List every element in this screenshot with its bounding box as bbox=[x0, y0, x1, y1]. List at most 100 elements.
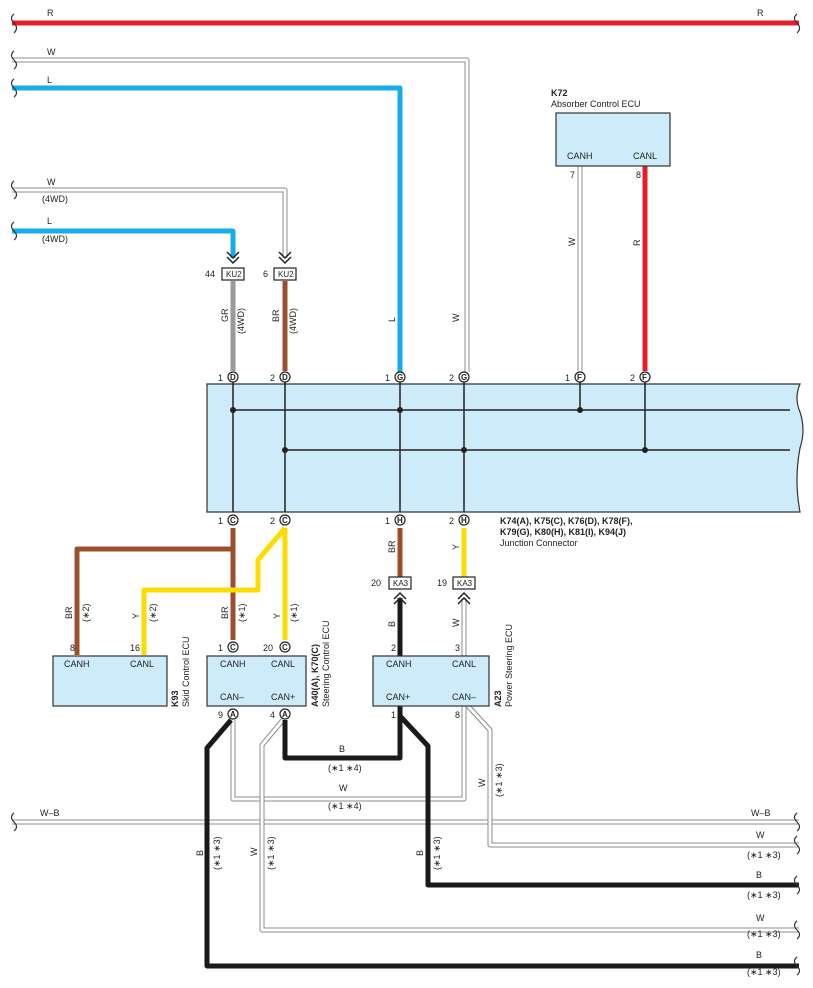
junction-dots bbox=[230, 407, 648, 453]
svg-text:KU2: KU2 bbox=[226, 270, 242, 279]
svg-text:B: B bbox=[415, 850, 425, 856]
pin-numbers: 44 6 7 8 8 16 20 19 2 3 1 8 bbox=[70, 170, 641, 720]
k72-name: Absorber Control ECU bbox=[551, 99, 641, 109]
svg-text:(∗1 ∗3): (∗1 ∗3) bbox=[266, 836, 276, 870]
a40-canl: CANL bbox=[271, 659, 295, 669]
svg-text:C: C bbox=[230, 516, 236, 525]
svg-text:F: F bbox=[642, 373, 647, 382]
wire-labels: R R W L W (4WD) L (4WD) GR (4WD) BR (4WD… bbox=[40, 8, 781, 977]
wire-w-loop-inner bbox=[231, 706, 466, 801]
ecu-k93: CANH CANL K93 Skid Control ECU bbox=[52, 636, 191, 707]
svg-text:B: B bbox=[339, 744, 345, 754]
svg-text:1: 1 bbox=[565, 373, 570, 383]
connector-ku2-b: KU2 bbox=[273, 251, 297, 281]
svg-text:D: D bbox=[282, 373, 288, 382]
svg-text:16: 16 bbox=[130, 643, 140, 653]
svg-text:R: R bbox=[47, 8, 54, 18]
svg-text:(∗2): (∗2) bbox=[148, 603, 158, 622]
svg-text:20: 20 bbox=[263, 643, 273, 653]
svg-text:L: L bbox=[387, 317, 397, 322]
svg-text:KU2: KU2 bbox=[278, 270, 294, 279]
svg-text:A: A bbox=[282, 710, 288, 719]
junction-connector bbox=[206, 372, 804, 513]
k93-canh: CANH bbox=[64, 659, 90, 669]
pin-a40-c1: C1 bbox=[218, 641, 239, 653]
svg-text:(∗1 ∗4): (∗1 ∗4) bbox=[328, 801, 362, 811]
jc-ids-line2: K79(G), K80(H), K81(I), K94(J) bbox=[500, 527, 626, 537]
svg-text:BR: BR bbox=[271, 309, 281, 322]
svg-text:G: G bbox=[397, 373, 403, 382]
svg-text:BR: BR bbox=[220, 606, 230, 619]
k72-box bbox=[555, 112, 671, 167]
pin-g2: G2 bbox=[449, 371, 470, 383]
a23-box bbox=[372, 655, 490, 707]
wire-breaks bbox=[10, 13, 801, 976]
svg-text:(∗2): (∗2) bbox=[81, 603, 91, 622]
svg-text:8: 8 bbox=[455, 710, 460, 720]
svg-text:W–B: W–B bbox=[751, 808, 771, 818]
svg-text:Y: Y bbox=[131, 613, 141, 619]
svg-text:2: 2 bbox=[449, 373, 454, 383]
svg-text:1: 1 bbox=[218, 643, 223, 653]
svg-text:(∗1 ∗4): (∗1 ∗4) bbox=[328, 763, 362, 773]
svg-text:2: 2 bbox=[630, 373, 635, 383]
svg-text:B: B bbox=[756, 950, 762, 960]
wire-y-k93 bbox=[141, 526, 287, 655]
a40-canh: CANH bbox=[220, 659, 246, 669]
pin-circles: D1 D2 G1 G2 F1 F2 C1 C2 H1 H2 C1 C20 A9 … bbox=[218, 371, 651, 720]
connector-ku2-a: KU2 bbox=[221, 251, 245, 281]
svg-text:20: 20 bbox=[371, 578, 381, 588]
pin-f2: F2 bbox=[630, 371, 651, 383]
svg-text:6: 6 bbox=[263, 269, 268, 279]
svg-text:W: W bbox=[477, 778, 487, 787]
svg-text:(∗1 ∗3): (∗1 ∗3) bbox=[747, 850, 781, 860]
k72-canl: CANL bbox=[633, 151, 657, 161]
a40-canminus: CAN– bbox=[220, 692, 244, 702]
wire-b-a23-right bbox=[397, 706, 799, 888]
svg-text:H: H bbox=[461, 516, 467, 525]
svg-text:W: W bbox=[756, 830, 765, 840]
ecu-a40: CANH CANL CAN– CAN+ A40(A), K70(C) Steer… bbox=[206, 620, 331, 707]
pin-h2: H2 bbox=[449, 514, 470, 526]
svg-text:C: C bbox=[282, 643, 288, 652]
a23-canh: CANH bbox=[386, 659, 412, 669]
wires bbox=[12, 20, 799, 969]
svg-text:(4WD): (4WD) bbox=[42, 234, 68, 244]
svg-text:(∗1 ∗3): (∗1 ∗3) bbox=[494, 763, 504, 797]
svg-text:1: 1 bbox=[391, 710, 396, 720]
wire-l-4wd bbox=[12, 228, 236, 258]
svg-text:R: R bbox=[757, 8, 764, 18]
ecu-a23: CANH CANL CAN+ CAN– A23 Power Steering E… bbox=[372, 624, 514, 707]
svg-text:W: W bbox=[47, 47, 56, 57]
svg-text:(∗1 ∗3): (∗1 ∗3) bbox=[747, 967, 781, 977]
svg-text:F: F bbox=[577, 373, 582, 382]
pin-c2: C2 bbox=[270, 514, 291, 526]
wire-b-a40-right bbox=[204, 718, 799, 969]
svg-text:(∗1 ∗3): (∗1 ∗3) bbox=[212, 836, 222, 870]
svg-text:2: 2 bbox=[270, 516, 275, 526]
svg-text:W: W bbox=[47, 177, 56, 187]
svg-text:2: 2 bbox=[449, 516, 454, 526]
connector-ka3-b: KA3 bbox=[452, 576, 476, 605]
junction-connector-box bbox=[206, 383, 804, 513]
svg-text:W: W bbox=[451, 618, 461, 627]
svg-text:(4WD): (4WD) bbox=[42, 194, 68, 204]
svg-text:1: 1 bbox=[218, 516, 223, 526]
a23-canminus: CAN– bbox=[452, 692, 476, 702]
a40-id: A40(A), K70(C) bbox=[310, 644, 320, 707]
svg-text:BR: BR bbox=[64, 606, 74, 619]
svg-text:8: 8 bbox=[636, 170, 641, 180]
k93-id: K93 bbox=[170, 690, 180, 707]
a23-name: Power Steering ECU bbox=[504, 624, 514, 707]
svg-text:1: 1 bbox=[385, 373, 390, 383]
svg-text:Y: Y bbox=[451, 544, 461, 550]
svg-text:A: A bbox=[230, 710, 236, 719]
svg-text:W–B: W–B bbox=[40, 808, 60, 818]
svg-text:2: 2 bbox=[270, 373, 275, 383]
pin-a40-c20: C 20 bbox=[263, 641, 291, 653]
svg-text:9: 9 bbox=[218, 710, 223, 720]
svg-text:R: R bbox=[632, 239, 642, 246]
k72-id: K72 bbox=[551, 88, 568, 98]
svg-text:(∗1): (∗1) bbox=[289, 603, 299, 622]
pin-d1: D1 bbox=[218, 371, 239, 383]
